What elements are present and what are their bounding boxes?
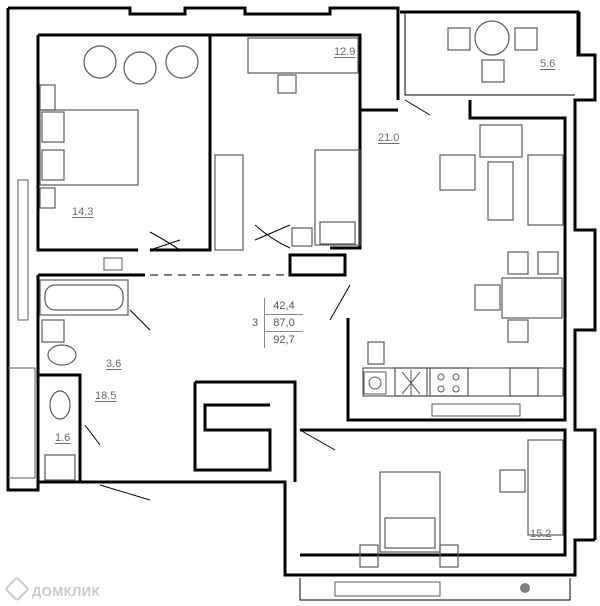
area-label-hallway: 21.0 xyxy=(378,132,400,144)
area-summary-box: 3 42,4 87,0 92,7 xyxy=(246,298,303,348)
toilet-bath xyxy=(47,344,77,366)
outer-wall-bottom xyxy=(150,480,595,577)
door-bath xyxy=(129,309,151,331)
door-hall xyxy=(329,284,351,321)
dining-table xyxy=(501,277,563,319)
wall-kitchen xyxy=(346,100,567,422)
area-label-bedroom-left: 14.3 xyxy=(72,206,94,218)
door-bedroom-bottom xyxy=(299,429,336,451)
radiator-small xyxy=(103,257,123,271)
kitchen-counter xyxy=(362,367,564,397)
wall-corridor-block xyxy=(193,380,297,482)
balcony-outline xyxy=(404,12,581,96)
wall-bath xyxy=(36,273,145,482)
living-area: 42,4 xyxy=(264,298,303,314)
door-toilet xyxy=(84,424,101,446)
window-left-column xyxy=(17,179,29,321)
wall-bedroom-top xyxy=(210,33,398,112)
door-entrance xyxy=(99,484,151,501)
washbasin xyxy=(41,319,65,343)
toilet xyxy=(49,390,71,420)
armchair-right xyxy=(165,45,199,79)
door-balcony xyxy=(404,99,431,116)
rooms-count: 3 xyxy=(251,317,259,329)
hood-symbol xyxy=(401,370,421,396)
bathtub xyxy=(39,279,129,316)
area-label-bathroom: 3.6 xyxy=(106,358,122,370)
window-left-bottom xyxy=(8,367,36,479)
watermark-text: ДОМКЛИК xyxy=(32,584,101,599)
total-area: 87,0 xyxy=(264,314,303,331)
door-bedroom-left xyxy=(149,231,181,251)
door-bedroom-top xyxy=(254,224,291,249)
bed-top xyxy=(314,149,361,246)
radiator-kitchen xyxy=(431,403,521,417)
area-label-bedroom-bottom: 15.2 xyxy=(530,528,552,540)
bottom-balcony-outline xyxy=(299,578,571,601)
desk-top xyxy=(247,37,359,74)
watermark-icon xyxy=(4,576,30,602)
wall-bedroom-bottom xyxy=(300,428,567,557)
desk-bottom xyxy=(527,439,564,536)
balcony-table xyxy=(474,20,510,56)
armchair-left xyxy=(83,45,117,79)
vent-icon xyxy=(520,583,530,593)
outer-wall-left xyxy=(6,8,150,492)
round-table-left xyxy=(123,51,157,85)
outer-wall-right xyxy=(400,10,597,540)
coffee-table xyxy=(487,161,514,221)
area-label-balcony: 5.6 xyxy=(540,58,556,70)
wardrobe-hall xyxy=(214,154,244,251)
outer-wall-top xyxy=(8,6,400,100)
total-with-balcony: 92,7 xyxy=(264,331,303,348)
bed-bottom xyxy=(379,471,441,553)
area-label-bedroom-top: 12.9 xyxy=(334,46,356,58)
watermark-logo: ДОМКЛИК xyxy=(4,576,101,602)
sink-square xyxy=(363,371,387,395)
radiator-bottom xyxy=(334,581,441,597)
area-label-toilet: 1.6 xyxy=(55,432,71,444)
bed-left xyxy=(39,109,139,186)
area-label-corridor: 18.5 xyxy=(95,390,117,402)
wall-bedroom-top-lower xyxy=(288,253,347,277)
wardrobe-left xyxy=(39,84,56,111)
